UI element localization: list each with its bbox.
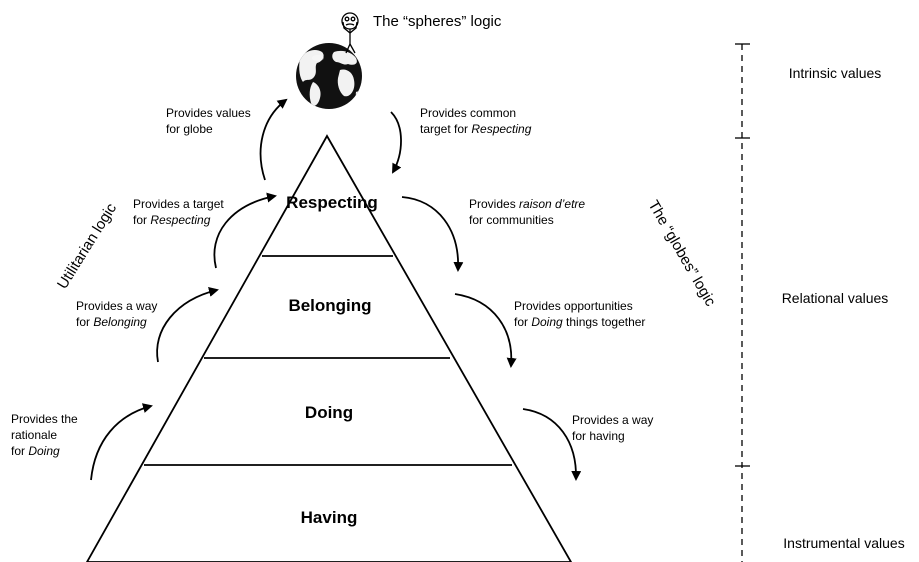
annotation-line: rationale bbox=[11, 428, 57, 442]
arrow-to-globe bbox=[259, 98, 288, 181]
annotation-line: for communities bbox=[469, 213, 554, 227]
annotation-line: Provides a way bbox=[572, 413, 653, 427]
annotation-line: Provides the bbox=[11, 412, 78, 426]
annotation-line: for Belonging bbox=[76, 315, 147, 329]
value-scale bbox=[735, 43, 750, 562]
annotation-line: target for Respecting bbox=[420, 122, 532, 136]
annotation-line: for Respecting bbox=[133, 213, 211, 227]
globes-logic-label: The “globes” logic bbox=[645, 198, 720, 310]
stick-figure-icon bbox=[341, 12, 359, 54]
annotation-line: Provides opportunities bbox=[514, 299, 633, 313]
level-respecting: Respecting bbox=[286, 193, 378, 212]
band-intrinsic-values: Intrinsic values bbox=[789, 65, 882, 81]
pyramid-outline bbox=[85, 134, 573, 562]
annotation-line: Provides common bbox=[420, 106, 516, 120]
utilitarian-logic-label: Utilitarian logic bbox=[54, 200, 120, 292]
band-relational-values: Relational values bbox=[782, 290, 889, 306]
annotation-line: Provides raison d’etre bbox=[469, 197, 585, 211]
arrow-to-having bbox=[522, 408, 582, 481]
annotation-line: for Doing things together bbox=[514, 315, 645, 329]
annotation-line: Provides a target bbox=[133, 197, 224, 211]
annotation-way-for-having: Provides a way for having bbox=[572, 413, 653, 443]
arrow-to-respecting-from-globe bbox=[390, 111, 402, 174]
annotation-rationale-for-doing: Provides the rationale for Doing bbox=[11, 412, 78, 458]
annotation-line: Provides values bbox=[166, 106, 251, 120]
globe-icon bbox=[296, 43, 362, 109]
annotation-values-for-globe: Provides values for globe bbox=[166, 106, 251, 136]
arrow-to-doing bbox=[90, 403, 153, 481]
arrow-to-communities bbox=[401, 196, 464, 272]
level-belonging: Belonging bbox=[288, 296, 371, 315]
annotation-line: Provides a way bbox=[76, 299, 157, 313]
level-doing: Doing bbox=[305, 403, 353, 422]
pyramid: Respecting Belonging Doing Having bbox=[85, 134, 573, 562]
arrow-to-respecting bbox=[213, 192, 277, 269]
annotation-line: for having bbox=[572, 429, 625, 443]
annotation-common-target: Provides common target for Respecting bbox=[420, 106, 532, 136]
spheres-logic-label: The “spheres” logic bbox=[373, 13, 502, 30]
annotation-target-for-respecting: Provides a target for Respecting bbox=[133, 197, 224, 227]
annotation-opportunities: Provides opportunities for Doing things … bbox=[514, 299, 645, 329]
arrow-to-belonging bbox=[156, 287, 219, 363]
annotation-line: for Doing bbox=[11, 444, 60, 458]
arrow-to-doing-together bbox=[454, 293, 517, 368]
annotation-line: for globe bbox=[166, 122, 213, 136]
annotation-way-for-belonging: Provides a way for Belonging bbox=[76, 299, 157, 329]
band-instrumental-values: Instrumental values bbox=[783, 535, 904, 551]
annotation-raison-detre: Provides raison d’etre for communities bbox=[469, 197, 585, 227]
level-having: Having bbox=[301, 508, 358, 527]
